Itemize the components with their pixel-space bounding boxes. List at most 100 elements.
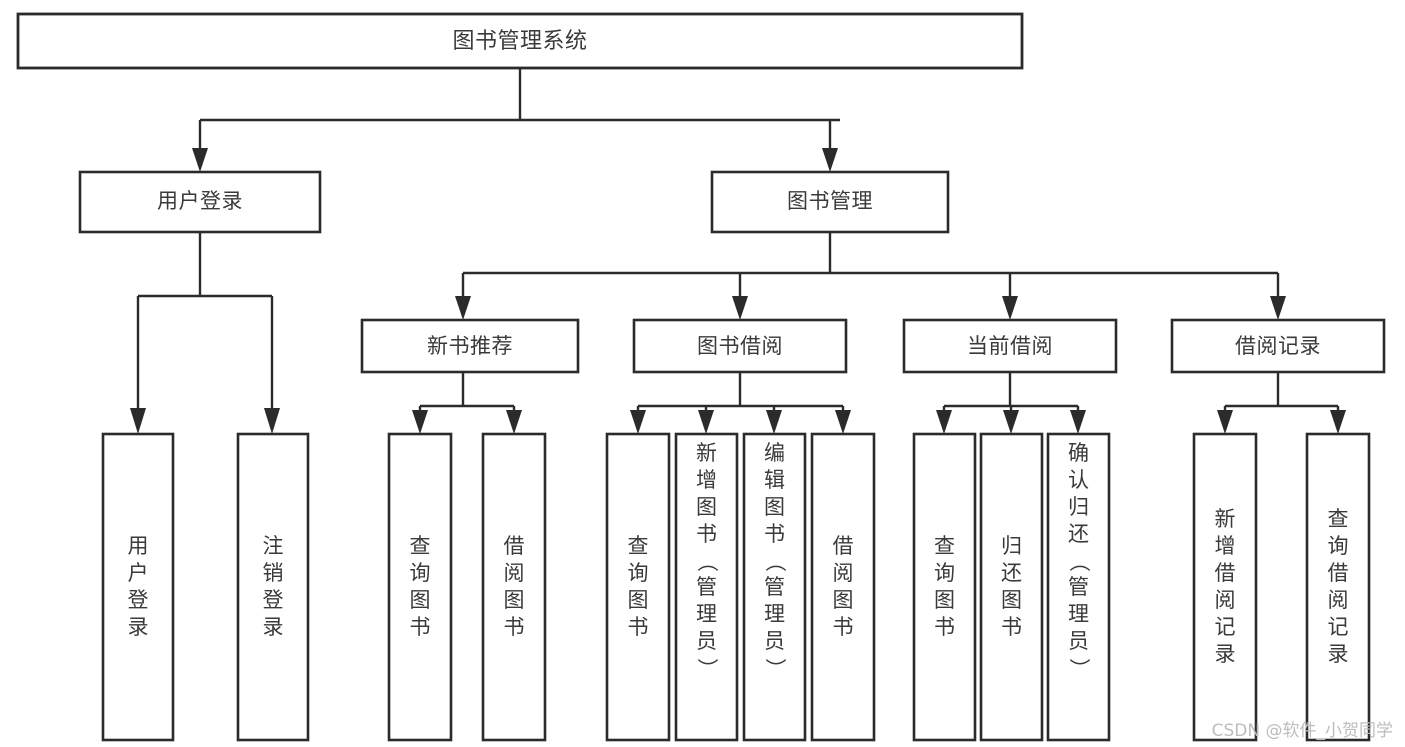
- vertical-char: 还: [1001, 561, 1022, 586]
- vertical-char: 阅: [503, 561, 525, 586]
- node-leaf-query-book-3-label: 查询图书: [934, 533, 955, 641]
- vertical-char: 图: [503, 588, 525, 612]
- node-leaf-query-record-box[interactable]: [1305, 432, 1371, 742]
- node-leaf-logout-login-box[interactable]: [236, 432, 310, 742]
- node-user-login[interactable]: 用户登录: [78, 170, 322, 234]
- node-current-borrow[interactable]: 当前借阅: [902, 318, 1118, 374]
- arrowhead-leaf-query-book-2: [630, 410, 646, 434]
- vertical-char: 图: [409, 588, 431, 612]
- vertical-char: 书: [409, 614, 431, 639]
- connector-group-new-book-recommend: [412, 372, 522, 434]
- vertical-char: 查: [934, 534, 955, 559]
- vertical-char: ）: [762, 657, 787, 679]
- vertical-char: 书: [503, 614, 525, 639]
- node-user-login-box[interactable]: [78, 170, 322, 234]
- node-leaf-edit-book-label-wrap: 编辑图书（管理员）: [744, 440, 805, 740]
- vertical-char: 借: [832, 534, 854, 559]
- node-leaf-query-record-label-wrap: 查询借阅记录: [1307, 434, 1369, 740]
- vertical-char: 员: [764, 629, 785, 654]
- node-leaf-confirm-return-label-wrap: 确认归还（管理员）: [1048, 440, 1109, 740]
- vertical-char: 录: [262, 614, 284, 639]
- node-book-borrow-box[interactable]: [632, 318, 848, 374]
- vertical-char: 管: [1068, 575, 1089, 600]
- vertical-char: 书: [764, 521, 785, 546]
- node-leaf-logout-login-label: 注销登录: [263, 533, 284, 641]
- vertical-char: 登: [262, 588, 284, 612]
- vertical-char: 员: [696, 629, 717, 654]
- vertical-char: 录: [1327, 641, 1349, 666]
- node-root-label: 图书管理系统: [452, 29, 587, 54]
- vertical-char: 管: [696, 575, 717, 600]
- arrowhead-book-manage: [822, 148, 838, 172]
- node-new-book-recommend[interactable]: 新书推荐: [360, 318, 580, 374]
- vertical-char: 认: [1068, 467, 1089, 492]
- node-leaf-logout-login-label-wrap: 注销登录: [238, 434, 308, 740]
- node-borrow-record-label: 借阅记录: [1235, 334, 1321, 358]
- vertical-char: 书: [696, 521, 717, 546]
- node-book-borrow[interactable]: 图书借阅: [632, 318, 848, 374]
- vertical-char: 用: [127, 534, 149, 559]
- node-leaf-return-book-box[interactable]: [979, 432, 1044, 742]
- node-leaf-add-record-label-wrap: 新增借阅记录: [1194, 434, 1256, 740]
- vertical-char: 借: [1327, 561, 1349, 586]
- node-root[interactable]: 图书管理系统: [16, 12, 1024, 70]
- arrowhead-leaf-query-book-1: [412, 410, 428, 434]
- arrowhead-leaf-user-login: [130, 408, 146, 434]
- vertical-char: 查: [627, 534, 649, 559]
- node-leaf-return-book-label-wrap: 归还图书: [981, 434, 1042, 740]
- arrowhead-user-login: [192, 148, 208, 172]
- node-leaf-query-book-1-label-wrap: 查询图书: [389, 434, 451, 740]
- vertical-char: 阅: [1214, 588, 1236, 612]
- node-leaf-query-book-1-box[interactable]: [387, 432, 453, 742]
- node-borrow-record-box[interactable]: [1170, 318, 1386, 374]
- arrowhead-leaf-query-book-3: [936, 410, 952, 434]
- node-leaf-query-book-2-label-wrap: 查询图书: [607, 434, 669, 740]
- node-leaf-borrow-book-1-box[interactable]: [481, 432, 547, 742]
- node-new-book-recommend-box[interactable]: [360, 318, 580, 374]
- vertical-char: 询: [627, 561, 649, 586]
- node-leaf-confirm-return-label: 确认归还（管理员）: [1067, 440, 1091, 682]
- arrowhead-leaf-borrow-book-2: [835, 410, 851, 434]
- vertical-char: 阅: [1327, 588, 1349, 612]
- node-leaf-query-book-2-box[interactable]: [605, 432, 671, 742]
- vertical-char: （: [762, 550, 787, 572]
- node-leaf-add-record-box[interactable]: [1192, 432, 1258, 742]
- vertical-char: 理: [696, 602, 717, 627]
- node-leaf-edit-book-box[interactable]: [742, 432, 807, 742]
- connector-group-borrow-record: [1217, 372, 1346, 434]
- node-root-box[interactable]: [16, 12, 1024, 70]
- node-book-manage[interactable]: 图书管理: [710, 170, 950, 234]
- node-book-borrow-label: 图书借阅: [697, 334, 783, 358]
- arrowhead-leaf-confirm-return: [1070, 410, 1086, 434]
- vertical-char: 理: [1068, 602, 1089, 627]
- vertical-char: 归: [1068, 494, 1089, 519]
- connector-group-current-borrow: [936, 372, 1086, 434]
- vertical-char: 询: [934, 561, 955, 586]
- node-user-login-label: 用户登录: [157, 189, 243, 213]
- node-leaf-borrow-book-1-label: 借阅图书: [504, 533, 525, 641]
- vertical-char: 户: [127, 561, 149, 586]
- node-book-manage-box[interactable]: [710, 170, 950, 234]
- arrowhead-current-borrow: [1002, 296, 1018, 320]
- arrowhead-leaf-query-record: [1330, 410, 1346, 434]
- node-leaf-add-book-box[interactable]: [674, 432, 739, 742]
- vertical-char: 图: [627, 588, 649, 612]
- node-borrow-record[interactable]: 借阅记录: [1170, 318, 1386, 374]
- node-leaf-add-record-label: 新增借阅记录: [1215, 506, 1236, 667]
- node-leaf-borrow-book-2-box[interactable]: [810, 432, 876, 742]
- node-leaf-confirm-return-box[interactable]: [1046, 432, 1111, 742]
- vertical-char: 借: [503, 534, 525, 559]
- vertical-char: 归: [1001, 534, 1022, 559]
- vertical-char: 员: [1068, 629, 1089, 654]
- vertical-char: 新: [1214, 507, 1236, 532]
- arrowhead-new-book-recommend: [455, 296, 471, 320]
- node-leaf-query-book-3-box[interactable]: [912, 432, 977, 742]
- node-current-borrow-box[interactable]: [902, 318, 1118, 374]
- vertical-char: 书: [832, 614, 854, 639]
- vertical-char: 还: [1068, 521, 1089, 546]
- node-leaf-user-login-box[interactable]: [101, 432, 175, 742]
- node-leaf-query-record-label: 查询借阅记录: [1328, 506, 1349, 667]
- node-leaf-borrow-book-2-label: 借阅图书: [833, 533, 854, 641]
